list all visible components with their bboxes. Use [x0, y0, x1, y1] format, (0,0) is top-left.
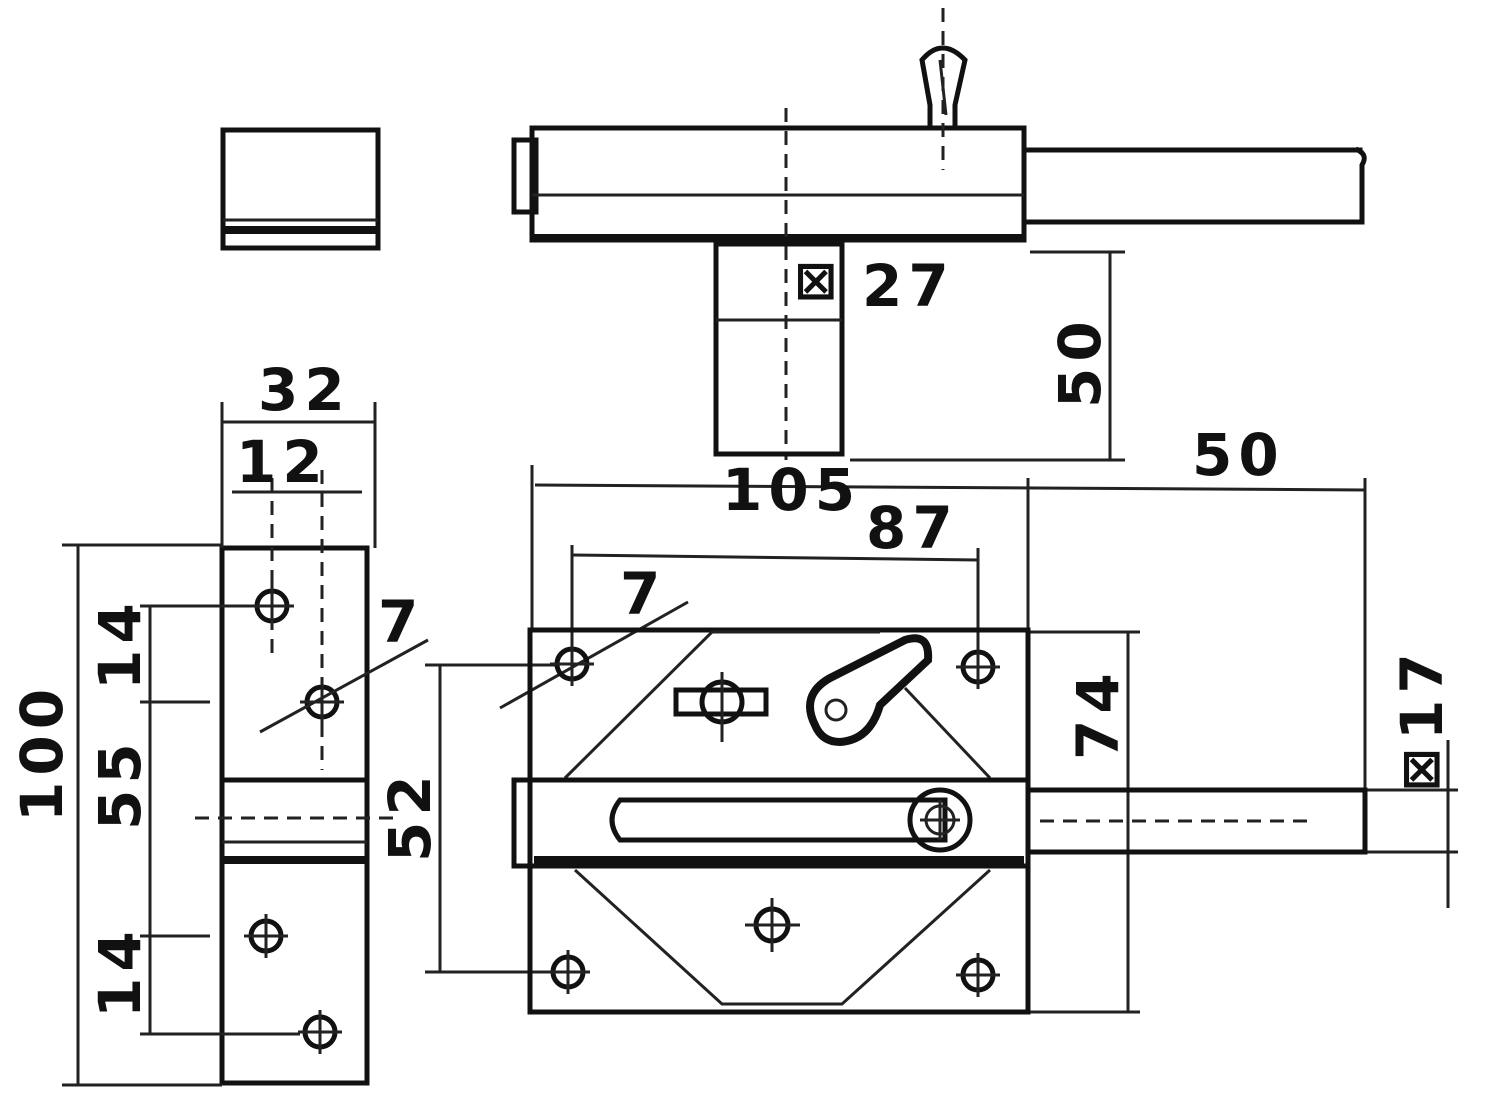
dim-label-74: 74 [1064, 667, 1132, 760]
dim-label-50-horizontal: 50 [1192, 421, 1285, 489]
screw-hole [745, 898, 800, 952]
dim-keeper-height: 100 [8, 543, 222, 1087]
dim-width-overall: 105 50 [530, 421, 1367, 790]
dim-label-32: 32 [258, 356, 351, 424]
dim-label-50-vertical: 50 [1046, 315, 1114, 408]
dim-keeper-hole: 7 [259, 588, 429, 734]
bolt-front-view [511, 627, 1368, 1015]
square-symbol: ⊠ [1400, 739, 1444, 799]
dim-label-87: 87 [866, 494, 959, 562]
dim-label-14-upper: 14 [86, 597, 154, 690]
keeper-top-view [220, 127, 381, 251]
lever-handle [806, 634, 933, 747]
dim-keeper-offsets: 14 55 14 [86, 597, 300, 1036]
bolt-top-view [511, 8, 1367, 460]
dim-keeper-width: 32 12 [220, 356, 377, 548]
diameter-symbol: ⊠ [794, 251, 838, 311]
screw-hole [546, 950, 590, 994]
screw-hole [550, 642, 594, 686]
dim-label-100: 100 [8, 683, 76, 822]
dim-label-52: 52 [376, 769, 444, 862]
dim-label-12: 12 [236, 428, 329, 496]
screw-hole [244, 914, 288, 958]
dim-label-14-lower: 14 [86, 925, 154, 1018]
dim-label-17: 17 [1388, 647, 1456, 740]
screw-hole [956, 953, 1000, 997]
lock-mechanism [673, 672, 769, 742]
keeper-front-view [195, 470, 400, 1086]
dim-bolt-square: ⊠ 17 [1365, 647, 1458, 908]
dim-top-height: 50 [850, 250, 1125, 462]
dim-top-diameter: ⊠ 27 [794, 251, 955, 320]
dim-plate-height: 74 [1028, 630, 1140, 1014]
dim-label-55: 55 [86, 737, 154, 830]
dim-label-7-plate: 7 [620, 560, 666, 628]
dim-hole-vertical: 52 [376, 663, 555, 974]
dim-hole-spacing: 87 [570, 494, 980, 660]
screw-hole [298, 1010, 342, 1054]
dim-label-105: 105 [722, 456, 861, 524]
dim-label-27: 27 [862, 252, 955, 320]
dim-label-7-keeper: 7 [378, 588, 424, 656]
screw-hole [956, 645, 1000, 689]
